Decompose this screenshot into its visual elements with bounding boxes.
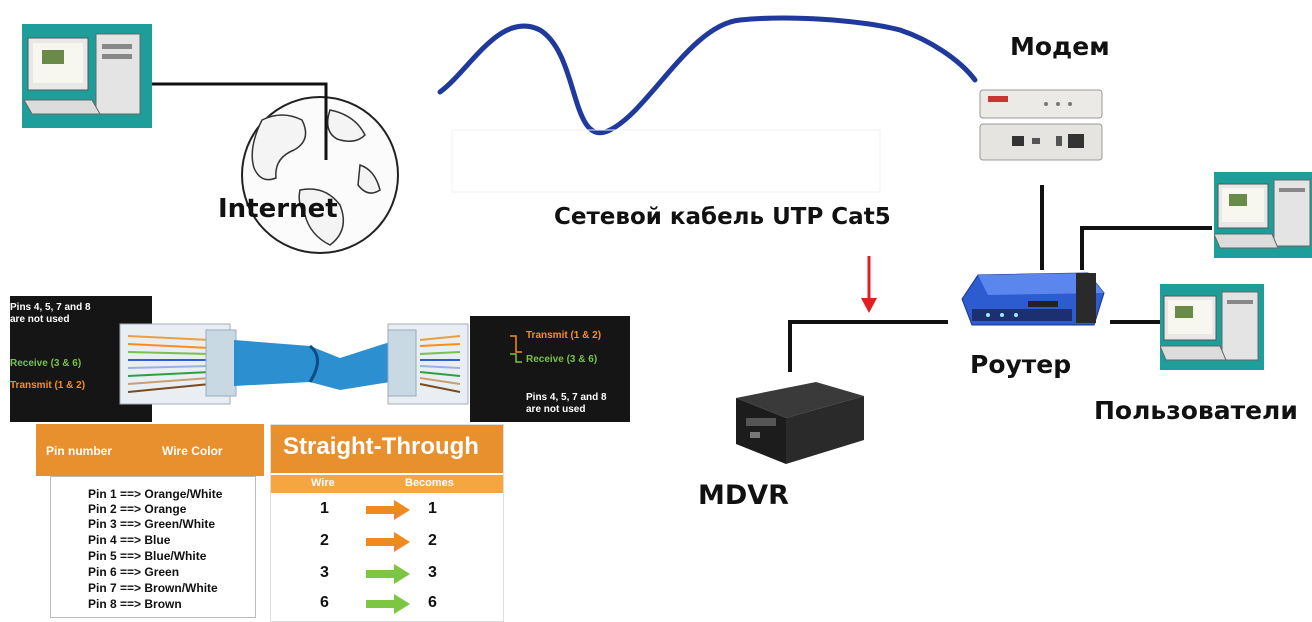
router-icon bbox=[961, 272, 1105, 326]
straight-through-title-bar: Straight-Through bbox=[271, 425, 503, 473]
globe-icon bbox=[241, 96, 399, 254]
wire-col-header: Wire bbox=[311, 477, 335, 489]
right-receive-label: Receive (3 & 6) bbox=[526, 354, 598, 365]
cable-connectors-icon bbox=[119, 323, 522, 405]
straight-through-table: Straight-Through Wire Becomes bbox=[270, 424, 504, 622]
internet-link-line bbox=[152, 82, 328, 160]
pin-row: Pin 7 ==> Brown/White bbox=[88, 581, 218, 595]
st-wire-2: 2 bbox=[320, 532, 329, 549]
left-transmit-label: Transmit (1 & 2) bbox=[10, 380, 86, 391]
internet-label: Internet bbox=[218, 194, 338, 224]
pin-row: Pin 4 ==> Blue bbox=[88, 533, 171, 547]
green-arrow-icon bbox=[366, 594, 410, 614]
left-pins-unused-1: Pins 4, 5, 7 and 8 bbox=[10, 302, 91, 313]
pin-number-header: Pin number bbox=[46, 444, 113, 458]
mdvr-device-icon bbox=[736, 382, 864, 464]
st-becomes-1: 1 bbox=[428, 500, 437, 517]
right-pins-unused-2: are not used bbox=[526, 404, 586, 415]
st-wire-3: 3 bbox=[320, 564, 329, 581]
pin-row: Pin 8 ==> Brown bbox=[88, 597, 182, 611]
cable-label: Сетевой кабель UTP Cat5 bbox=[554, 204, 891, 230]
router-label: Роутер bbox=[970, 350, 1072, 379]
desktop-computer-icon bbox=[1159, 291, 1259, 361]
internet-cable-wave bbox=[437, 15, 978, 136]
st-becomes-2: 2 bbox=[428, 532, 437, 549]
router-user1-line bbox=[1080, 226, 1212, 270]
pin-row: Pin 1 ==> Orange/White bbox=[88, 487, 223, 501]
becomes-col-header: Becomes bbox=[405, 477, 454, 489]
pin-color-table: Pin number Wire Color bbox=[36, 424, 264, 620]
user-computer-2 bbox=[1159, 284, 1264, 370]
user-computer-1 bbox=[1213, 172, 1312, 258]
pin-row: Pin 2 ==> Orange bbox=[88, 502, 187, 516]
st-becomes-3: 3 bbox=[428, 564, 437, 581]
desktop-computer-icon bbox=[1213, 179, 1311, 249]
pin-table-body bbox=[50, 476, 256, 618]
st-wire-1: 1 bbox=[320, 500, 329, 517]
straight-through-arrows bbox=[366, 500, 410, 614]
pin-row: Pin 6 ==> Green bbox=[88, 565, 180, 579]
right-dark-panel bbox=[470, 316, 630, 422]
router-mdvr-line bbox=[788, 320, 948, 372]
modem-icon bbox=[979, 89, 1103, 161]
pin-row: Pin 3 ==> Green/White bbox=[88, 517, 216, 531]
cable-pointer-arrow bbox=[861, 256, 877, 313]
mdvr-label: MDVR bbox=[698, 480, 789, 511]
internet-computer bbox=[22, 24, 152, 128]
right-pins-unused-1: Pins 4, 5, 7 and 8 bbox=[526, 392, 607, 403]
pin-table-header: Pin number Wire Color bbox=[36, 424, 264, 476]
straight-through-title: Straight-Through bbox=[283, 433, 479, 460]
modem-label: Модем bbox=[1010, 32, 1110, 61]
orange-arrow-icon bbox=[366, 532, 410, 552]
straight-through-subheader: Wire Becomes bbox=[271, 475, 503, 493]
left-pins-unused-2: are not used bbox=[10, 314, 70, 325]
st-becomes-4: 6 bbox=[428, 594, 437, 611]
wire-color-header: Wire Color bbox=[162, 444, 223, 458]
left-receive-label: Receive (3 & 6) bbox=[10, 358, 82, 369]
desktop-computer-icon bbox=[23, 33, 141, 115]
right-transmit-label: Transmit (1 & 2) bbox=[526, 330, 602, 341]
st-wire-4: 6 bbox=[320, 594, 329, 611]
green-arrow-icon bbox=[366, 564, 410, 584]
rj45-wiring-panel: Pins 4, 5, 7 and 8 are not used Receive … bbox=[10, 296, 630, 424]
pin-row: Pin 5 ==> Blue/White bbox=[88, 549, 207, 563]
users-label: Пользователи bbox=[1094, 396, 1298, 425]
orange-arrow-icon bbox=[366, 500, 410, 520]
